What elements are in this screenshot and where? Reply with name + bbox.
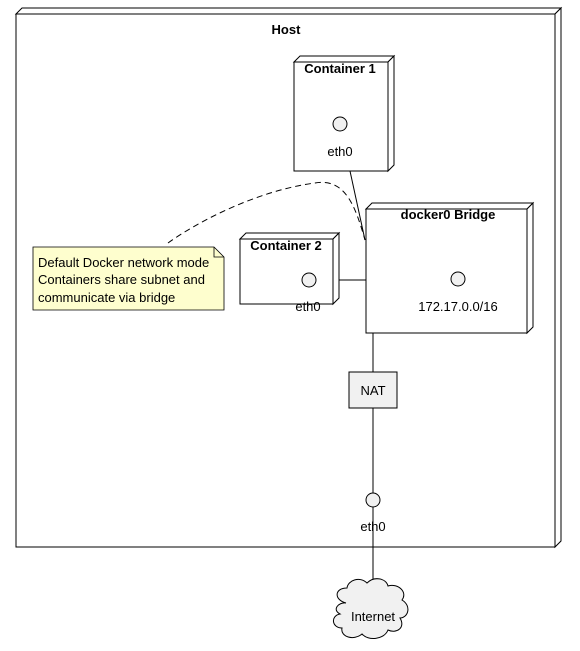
host-eth0: eth0 [360, 492, 386, 534]
nat-label: NAT [360, 383, 385, 398]
bridge-title: docker0 Bridge [401, 207, 496, 222]
internet-label: Internet [351, 609, 395, 624]
note-line-2: Containers share subnet and [38, 272, 205, 287]
container2-title: Container 2 [250, 238, 322, 253]
container2-eth0-interface [301, 272, 317, 288]
note: Default Docker network mode Containers s… [32, 246, 225, 311]
bridge-node: docker0 Bridge 172.17.0.0/16 [364, 201, 535, 335]
container1-eth0-label: eth0 [327, 144, 352, 159]
container1-eth0-interface [332, 116, 348, 132]
container2-eth0-label: eth0 [295, 299, 320, 314]
note-connector [167, 181, 366, 244]
note-line-3: communicate via bridge [38, 290, 175, 305]
bridge-interface [450, 271, 466, 287]
nat-node: NAT [348, 371, 398, 409]
note-line-1: Default Docker network mode [38, 255, 209, 270]
cloud-icon [333, 578, 409, 639]
bridge-subnet-label: 172.17.0.0/16 [418, 299, 498, 314]
internet-cloud: Internet [333, 578, 409, 639]
container1-node: Container 1 eth0 [292, 54, 396, 173]
host-title: Host [272, 22, 302, 37]
container2-node: Container 2 eth0 [238, 231, 341, 314]
host-eth0-label: eth0 [360, 519, 385, 534]
container1-title: Container 1 [304, 61, 376, 76]
host-eth0-interface [365, 492, 381, 508]
